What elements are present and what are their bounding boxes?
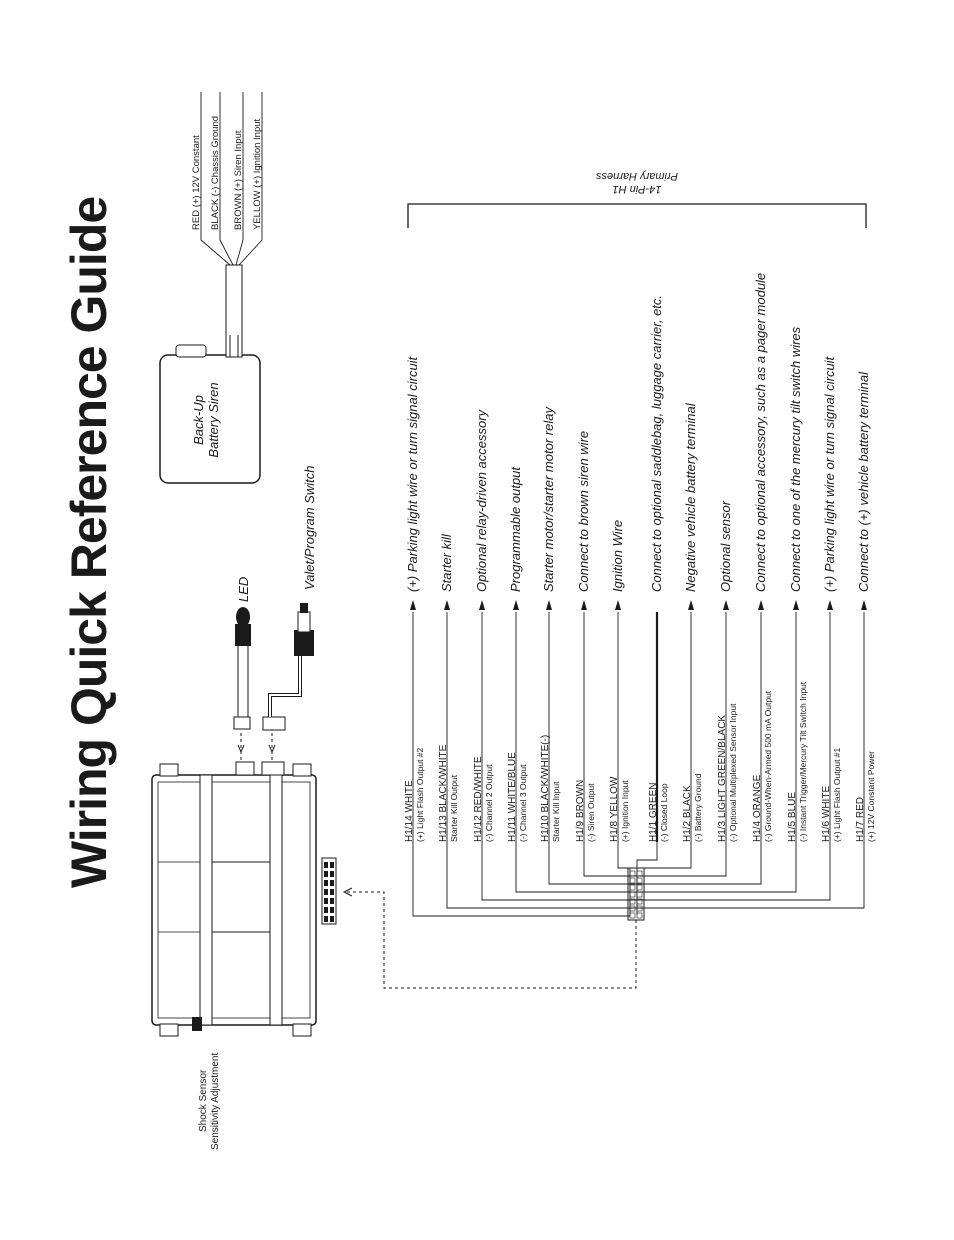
arrow-icon (444, 600, 450, 610)
harness-wire: H1/2 BLACK(-) Battery Ground Negative veh… (629, 402, 703, 901)
harness-wire: H1/1 GREEN(-) Closed Loop Connect to opti… (636, 295, 669, 894)
arrow-icon (410, 600, 416, 610)
siren-wire-label: YELLOW (+) Ignition Input (252, 118, 263, 230)
siren-wire-label: BROWN (+) Siren Input (233, 130, 244, 230)
wire-function: (-) Siren Output (586, 783, 596, 842)
shock-sensor-line2: Sensitivity Adjustment (210, 1053, 221, 1150)
wire-label: H1/2 BLACK (682, 785, 693, 842)
wire-label: H1/9 BROWN (575, 780, 586, 842)
wire-label: H1/3 LIGHT GREEN/BLACK (717, 715, 728, 842)
wire-function: (-) Channel 3 Output (518, 764, 528, 842)
wire-destination: Starter motor/starter motor relay (541, 406, 556, 592)
shock-sensor-line1: Shock Sensor (198, 1069, 209, 1132)
wire-function: (-) Channel 2 Output (484, 764, 494, 842)
wire-function: (+) Light Flash Output #2 (415, 747, 425, 842)
wire-function: (+) Light Flash Output #1 (832, 747, 842, 842)
page-title: Wiring Quick Reference Guide (61, 197, 117, 888)
harness-bracket: 14-Pin H1 Primary Harness (407, 170, 867, 228)
siren-label-line1: Back-Up (191, 395, 206, 445)
wire-label: H1/10 BLACK/WHITE(-) (540, 735, 551, 842)
harness-connector (342, 867, 645, 989)
wire-destination: Connect to one of the mercury tilt switc… (788, 326, 803, 592)
wire-label: H1/6 WHITE (821, 786, 832, 842)
arrow-icon (479, 600, 485, 610)
shock-sensor-label: Shock Sensor Sensitivity Adjustment (198, 1053, 221, 1150)
harness-wire: H1/6 WHITE(+) Light Flash Output #1 (+) P… (629, 355, 842, 915)
harness-wire: H1/7 RED(+) 12V Constant Power Connect to… (636, 371, 876, 915)
wire-destination: Ignition Wire (610, 520, 625, 592)
wire-destination: Connect to brown siren wire (576, 431, 591, 592)
harness-wire: H1/5 BLUE(-) Instant Trigger/Mercury Til… (636, 326, 808, 908)
wire-function: (+) Ignition Input (620, 780, 630, 842)
wire-label: H1/13 BLACK/WHITE (438, 744, 449, 842)
wire-list: H1/14 WHITE(+) Light Flash Output #2 (+) … (404, 273, 876, 917)
wire-destination: Optional sensor (718, 500, 733, 592)
harness-wire: H1/11 WHITE/BLUE(-) Channel 3 Output Prog… (507, 466, 638, 893)
harness-wire: H1/3 LIGHT GREEN/BLACK(-) Optional Multi… (636, 500, 738, 901)
wire-function: (-) Ground-When-Armed 500 mA Output (763, 690, 773, 842)
harness-wire: H1/4 ORANGE(-) Ground-When-Armed 500 mA … (629, 273, 773, 908)
wire-label: H1/14 WHITE (404, 780, 415, 842)
arrow-icon (581, 600, 587, 610)
wire-label: H1/4 ORANGE (752, 774, 763, 842)
harness-wire: H1/14 WHITE(+) Light Flash Output #2 (+) … (404, 355, 631, 917)
wire-function: (-) Optional Multiplexed Sensor Input (728, 703, 738, 842)
valet-switch-assembly: Valet/Program Switch (262, 465, 317, 760)
wire-destination: Programmable output (508, 466, 523, 592)
wire-label: H1/11 WHITE/BLUE (507, 752, 518, 842)
wire-function: (-) Closed Loop (659, 783, 669, 842)
wire-destination: Connect to (+) vehicle battery terminal (856, 371, 871, 592)
harness-wire: H1/10 BLACK/WHITE(-)Starter Kill Input St… (540, 406, 631, 887)
wire-function: (-) Instant Trigger/Mercury Tilt Switch … (798, 681, 808, 842)
wire-function: Starter Kill Input (551, 781, 561, 842)
control-module (151, 761, 337, 1037)
arrow-icon (758, 600, 764, 610)
harness-label-line2: Primary Harness (596, 170, 678, 182)
wire-destination: Connect to optional saddlebag, luggage c… (649, 295, 664, 592)
wire-destination: Negative vehicle battery terminal (683, 402, 698, 592)
led-label: LED (236, 577, 251, 602)
wire-function: (+) 12V Constant Power (866, 751, 876, 842)
backup-siren: Back-Up Battery Siren RED (+) 12V Consta… (159, 92, 263, 484)
wire-label: H1/5 BLUE (787, 792, 798, 842)
wire-label: H1/7 RED (855, 797, 866, 842)
valet-switch-label: Valet/Program Switch (302, 465, 317, 590)
arrow-icon (861, 600, 867, 610)
harness-label-line1: 14-Pin H1 (613, 183, 662, 195)
arrow-icon (793, 600, 799, 610)
arrow-icon (723, 600, 729, 610)
arrow-icon (546, 600, 552, 610)
led-assembly: LED (233, 577, 251, 760)
wire-label: H1/12 RED/WHITE (473, 756, 484, 842)
wire-function: Starter Kill Output (449, 774, 459, 842)
wire-destination: Connect to optional accessory, such as a… (753, 273, 768, 592)
wire-destination: Optional relay-driven accessory (474, 408, 489, 592)
siren-wire-label: BLACK (-) Chassis Ground (210, 116, 221, 230)
siren-wire-label: RED (+) 12V Constant (191, 135, 202, 230)
wire-label: H1/1 GREEN (648, 783, 659, 842)
wire-function: (-) Battery Ground (693, 773, 703, 842)
wire-destination: Starter kill (439, 533, 454, 592)
arrow-icon (615, 600, 621, 610)
harness-wire: H1/8 YELLOW(+) Ignition Input Ignition Wi… (609, 520, 631, 894)
arrow-icon (688, 600, 694, 610)
siren-label-line2: Battery Siren (206, 382, 221, 457)
arrow-icon (513, 600, 519, 610)
wire-label: H1/8 YELLOW (609, 776, 620, 842)
wire-destination: (+) Parking light wire or turn signal ci… (405, 355, 420, 592)
wire-destination: (+) Parking light wire or turn signal ci… (822, 355, 837, 592)
arrow-icon (827, 600, 833, 610)
